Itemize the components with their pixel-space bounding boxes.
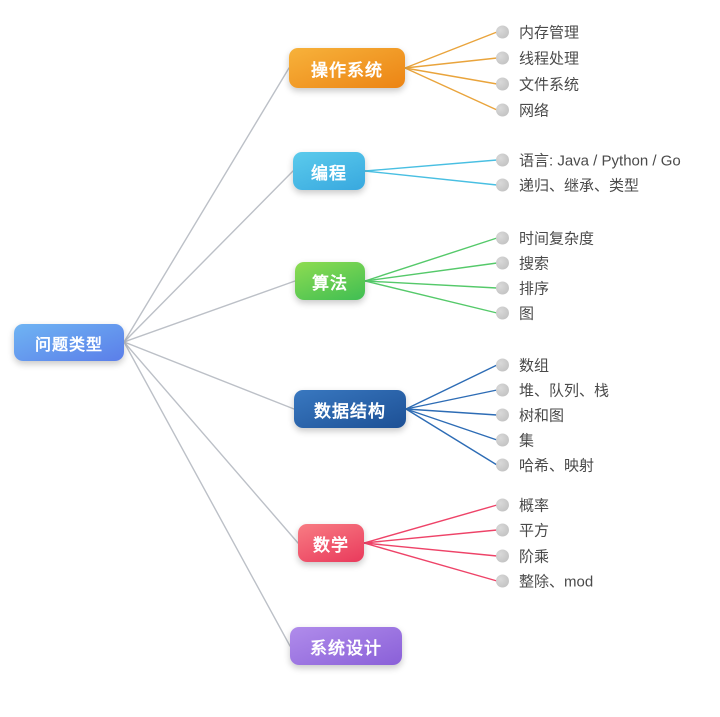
edge-branch-to-leaf [404, 57, 498, 69]
leaf-node[interactable]: 搜索 [496, 253, 549, 274]
leaf-label: 内存管理 [519, 24, 580, 42]
root-node[interactable]: 问题类型 [14, 324, 124, 361]
leaf-node[interactable]: 时间复杂度 [496, 228, 594, 249]
leaf-node[interactable]: 图 [496, 303, 534, 324]
leaf-node[interactable]: 网络 [496, 100, 549, 121]
leaf-bullet-icon [496, 153, 509, 167]
leaf-bullet-icon [496, 306, 509, 320]
leaf-node[interactable]: 递归、继承、类型 [496, 175, 639, 196]
edge-root-to-branch [123, 341, 291, 647]
leaf-label: 网络 [519, 102, 550, 120]
leaf-node[interactable]: 平方 [496, 520, 549, 541]
leaf-bullet-icon [496, 25, 509, 39]
leaf-node[interactable]: 整除、mod [496, 571, 593, 592]
leaf-node[interactable]: 概率 [496, 495, 549, 516]
leaf-bullet-icon [496, 549, 509, 563]
leaf-label: 数组 [519, 357, 550, 375]
leaf-bullet-icon [496, 256, 509, 270]
edge-branch-to-leaf [363, 529, 498, 544]
leaf-bullet-icon [496, 433, 509, 447]
edge-branch-to-leaf [404, 67, 498, 111]
leaf-label: 哈希、映射 [519, 457, 595, 475]
leaf-label: 线程处理 [519, 50, 580, 68]
leaf-label: 树和图 [519, 407, 565, 425]
edge-branch-to-leaf [405, 389, 498, 410]
leaf-node[interactable]: 树和图 [496, 405, 564, 426]
leaf-label: 排序 [519, 280, 550, 298]
edge-root-to-branch [123, 170, 294, 343]
edge-branch-to-leaf [363, 542, 498, 582]
leaf-node[interactable]: 堆、队列、栈 [496, 380, 609, 401]
edge-root-to-branch [123, 280, 296, 343]
leaf-bullet-icon [496, 358, 509, 372]
branch-node-1[interactable]: 操作系统 [289, 48, 405, 88]
leaf-label: 阶乘 [519, 548, 550, 566]
leaf-bullet-icon [496, 383, 509, 397]
leaf-bullet-icon [496, 523, 509, 537]
edge-branch-to-leaf [364, 262, 498, 282]
edge-branch-to-leaf [364, 170, 498, 186]
leaf-label: 平方 [519, 522, 550, 540]
leaf-bullet-icon [496, 498, 509, 512]
leaf-bullet-icon [496, 458, 509, 472]
edge-branch-to-leaf [404, 31, 498, 69]
leaf-label: 递归、继承、类型 [519, 177, 640, 195]
leaf-label: 文件系统 [519, 76, 580, 94]
edge-branch-to-leaf [364, 280, 498, 314]
edge-branch-to-leaf [404, 67, 498, 85]
leaf-label: 时间复杂度 [519, 230, 595, 248]
leaf-node[interactable]: 集 [496, 430, 534, 451]
edge-root-to-branch [123, 67, 290, 343]
leaf-label: 集 [519, 432, 535, 450]
leaf-node[interactable]: 数组 [496, 355, 549, 376]
leaf-node[interactable]: 文件系统 [496, 74, 579, 95]
edge-branch-to-leaf [405, 408, 498, 466]
branch-node-2[interactable]: 编程 [293, 152, 365, 190]
leaf-bullet-icon [496, 231, 509, 245]
edge-branch-to-leaf [405, 408, 498, 441]
edge-branch-to-leaf [363, 542, 498, 557]
leaf-node[interactable]: 内存管理 [496, 22, 579, 43]
branch-node-4[interactable]: 数据结构 [294, 390, 406, 428]
leaf-node[interactable]: 阶乘 [496, 546, 549, 567]
leaf-label: 语言: Java / Python / Go [519, 152, 681, 170]
leaf-bullet-icon [496, 103, 509, 117]
edge-branch-to-leaf [364, 280, 498, 289]
leaf-node[interactable]: 线程处理 [496, 48, 579, 69]
edge-root-to-branch [123, 341, 299, 544]
leaf-node[interactable]: 排序 [496, 278, 549, 299]
edge-branch-to-leaf [405, 364, 498, 410]
leaf-label: 图 [519, 305, 535, 323]
leaf-bullet-icon [496, 574, 509, 588]
edge-root-to-branch [123, 341, 295, 410]
leaf-bullet-icon [496, 77, 509, 91]
leaf-label: 搜索 [519, 255, 550, 273]
leaf-bullet-icon [496, 178, 509, 192]
leaf-label: 概率 [519, 497, 550, 515]
leaf-node[interactable]: 哈希、映射 [496, 455, 594, 476]
leaf-bullet-icon [496, 51, 509, 65]
leaf-bullet-icon [496, 281, 509, 295]
branch-node-5[interactable]: 数学 [298, 524, 364, 562]
branch-node-3[interactable]: 算法 [295, 262, 365, 300]
edge-branch-to-leaf [405, 408, 498, 416]
branch-node-6[interactable]: 系统设计 [290, 627, 402, 665]
leaf-node[interactable]: 语言: Java / Python / Go [496, 150, 681, 171]
leaf-label: 堆、队列、栈 [519, 382, 610, 400]
edge-branch-to-leaf [364, 237, 498, 282]
leaf-bullet-icon [496, 408, 509, 422]
edge-branch-to-leaf [364, 159, 498, 172]
leaf-label: 整除、mod [519, 573, 594, 591]
edge-branch-to-leaf [363, 504, 498, 544]
